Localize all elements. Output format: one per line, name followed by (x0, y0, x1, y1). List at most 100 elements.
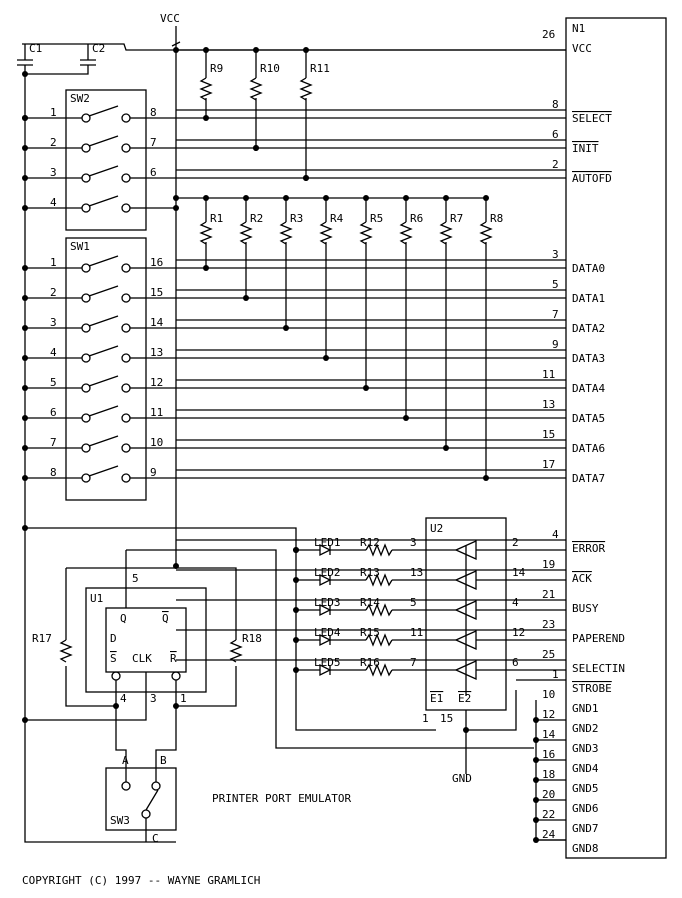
junction-dots (22, 47, 539, 843)
u1-d: D (110, 632, 117, 645)
sw1-pin-1: 1 (50, 256, 57, 269)
sw1-pin-3: 3 (50, 316, 57, 329)
copyright: COPYRIGHT (C) 1997 -- WAYNE GRAMLICH (22, 874, 260, 887)
sw2-name: SW2 (70, 92, 90, 105)
pin-num-24: 24 (542, 828, 556, 841)
u2-in-pin-3: 3 (410, 536, 417, 549)
pin-num-21: 21 (542, 588, 555, 601)
pin-num-25: 25 (542, 648, 555, 661)
sw2-rpin-6: 6 (150, 166, 157, 179)
resistor-r3: R3 (290, 212, 303, 225)
pin-label-busy: BUSY (572, 602, 599, 615)
pin-label-gnd7: GND7 (572, 822, 599, 835)
resistor-r2: R2 (250, 212, 263, 225)
cap-c2: C2 (92, 42, 105, 55)
u2-in-pin-11: 11 (410, 626, 423, 639)
pin-num-9: 9 (552, 338, 559, 351)
sw2-pin-2: 2 (50, 136, 57, 149)
u2-enable-2: E2 (458, 692, 471, 705)
switch-sw3: A B SW3 C (105, 754, 177, 845)
pin-label-data2: DATA2 (572, 322, 605, 335)
led-1: LED1 (314, 536, 341, 549)
resistor-r8: R8 (490, 212, 503, 225)
pin-label-paperend: PAPEREND (572, 632, 625, 645)
u1-pin-top: 5 (132, 572, 139, 585)
led-2: LED2 (314, 566, 341, 579)
vcc-net: VCC (17, 12, 566, 843)
pin-num-20: 20 (542, 788, 555, 801)
u2-out-pin-12: 12 (512, 626, 525, 639)
pin-num-14: 14 (542, 728, 556, 741)
pin-num-18: 18 (542, 768, 555, 781)
u1-s: S (110, 652, 117, 665)
resistor-r9: R9 (210, 62, 223, 75)
u2-out-pin-14: 14 (512, 566, 526, 579)
pin-num-6: 6 (552, 128, 559, 141)
pin-label-gnd1: GND1 (572, 702, 599, 715)
connector-pins: VCC26SELECT8INIT6AUTOFD2DATA03DATA15DATA… (176, 28, 625, 855)
pin-num-22: 22 (542, 808, 555, 821)
pin-label-gnd4: GND4 (572, 762, 599, 775)
u1-clk: CLK (132, 652, 152, 665)
sw3-name: SW3 (110, 814, 130, 827)
pin-num-12: 12 (542, 708, 555, 721)
vcc-label: VCC (160, 12, 180, 25)
diagram-title: PRINTER PORT EMULATOR (212, 792, 351, 805)
sw1-rpin-15: 15 (150, 286, 163, 299)
pin-label-strobe: STROBE (572, 682, 612, 695)
u2-in-pin-5: 5 (410, 596, 417, 609)
gnd-label: GND (452, 772, 472, 785)
resistor-r1: R1 (210, 212, 223, 225)
pin-num-7: 7 (552, 308, 559, 321)
pin-label-data4: DATA4 (572, 382, 605, 395)
pin-label-data0: DATA0 (572, 262, 605, 275)
u2-in-pin-13: 13 (410, 566, 423, 579)
pin-label-data1: DATA1 (572, 292, 605, 305)
pin-num-2: 2 (552, 158, 559, 171)
pin-num-10: 10 (542, 688, 555, 701)
u1-name: U1 (90, 592, 103, 605)
pin-num-17: 17 (542, 458, 555, 471)
pin-label-select: SELECT (572, 112, 612, 125)
sw1-rpin-9: 9 (150, 466, 157, 479)
u2-out-pin-4: 4 (512, 596, 519, 609)
u2-out-pin-6: 6 (512, 656, 519, 669)
pin-num-26: 26 (542, 28, 555, 41)
u1-pin-left: 4 (120, 692, 127, 705)
sw2-pin-1: 1 (50, 106, 57, 119)
led-5: LED5 (314, 656, 341, 669)
u1-q: Q (120, 612, 127, 625)
u2-name: U2 (430, 522, 443, 535)
resistor-r10: R10 (260, 62, 280, 75)
sw1-rpin-10: 10 (150, 436, 163, 449)
pin-num-19: 19 (542, 558, 555, 571)
pin-num-4: 4 (552, 528, 559, 541)
sw3-b: B (160, 754, 167, 767)
u1-pin-right: 1 (180, 692, 187, 705)
flipflop-u1: 5 U1 Q Q D S CLK R 4 3 1 R17 R18 (25, 549, 534, 770)
sw3-c: C (152, 832, 159, 845)
resistor-r11: R11 (310, 62, 330, 75)
sw1-name: SW1 (70, 240, 90, 253)
pin-label-error: ERROR (572, 542, 605, 555)
pin-num-15: 15 (542, 428, 555, 441)
pin-num-23: 23 (542, 618, 555, 631)
pin-label-ack: ACK (572, 572, 592, 585)
resistor-r17: R17 (32, 632, 52, 645)
pin-label-data6: DATA6 (572, 442, 605, 455)
sw2-pin-3: 3 (50, 166, 57, 179)
resistor-r13: R13 (360, 566, 380, 579)
sw1-pin-8: 8 (50, 466, 57, 479)
resistor-r4: R4 (330, 212, 344, 225)
led-4: LED4 (314, 626, 341, 639)
sw2-pin-4: 4 (50, 196, 57, 209)
u2-en-pin-15: 15 (440, 712, 453, 725)
pin-label-gnd5: GND5 (572, 782, 599, 795)
pin-label-data7: DATA7 (572, 472, 605, 485)
resistor-r12: R12 (360, 536, 380, 549)
pin-label-gnd3: GND3 (572, 742, 599, 755)
sw1-pin-7: 7 (50, 436, 57, 449)
pin-num-5: 5 (552, 278, 559, 291)
